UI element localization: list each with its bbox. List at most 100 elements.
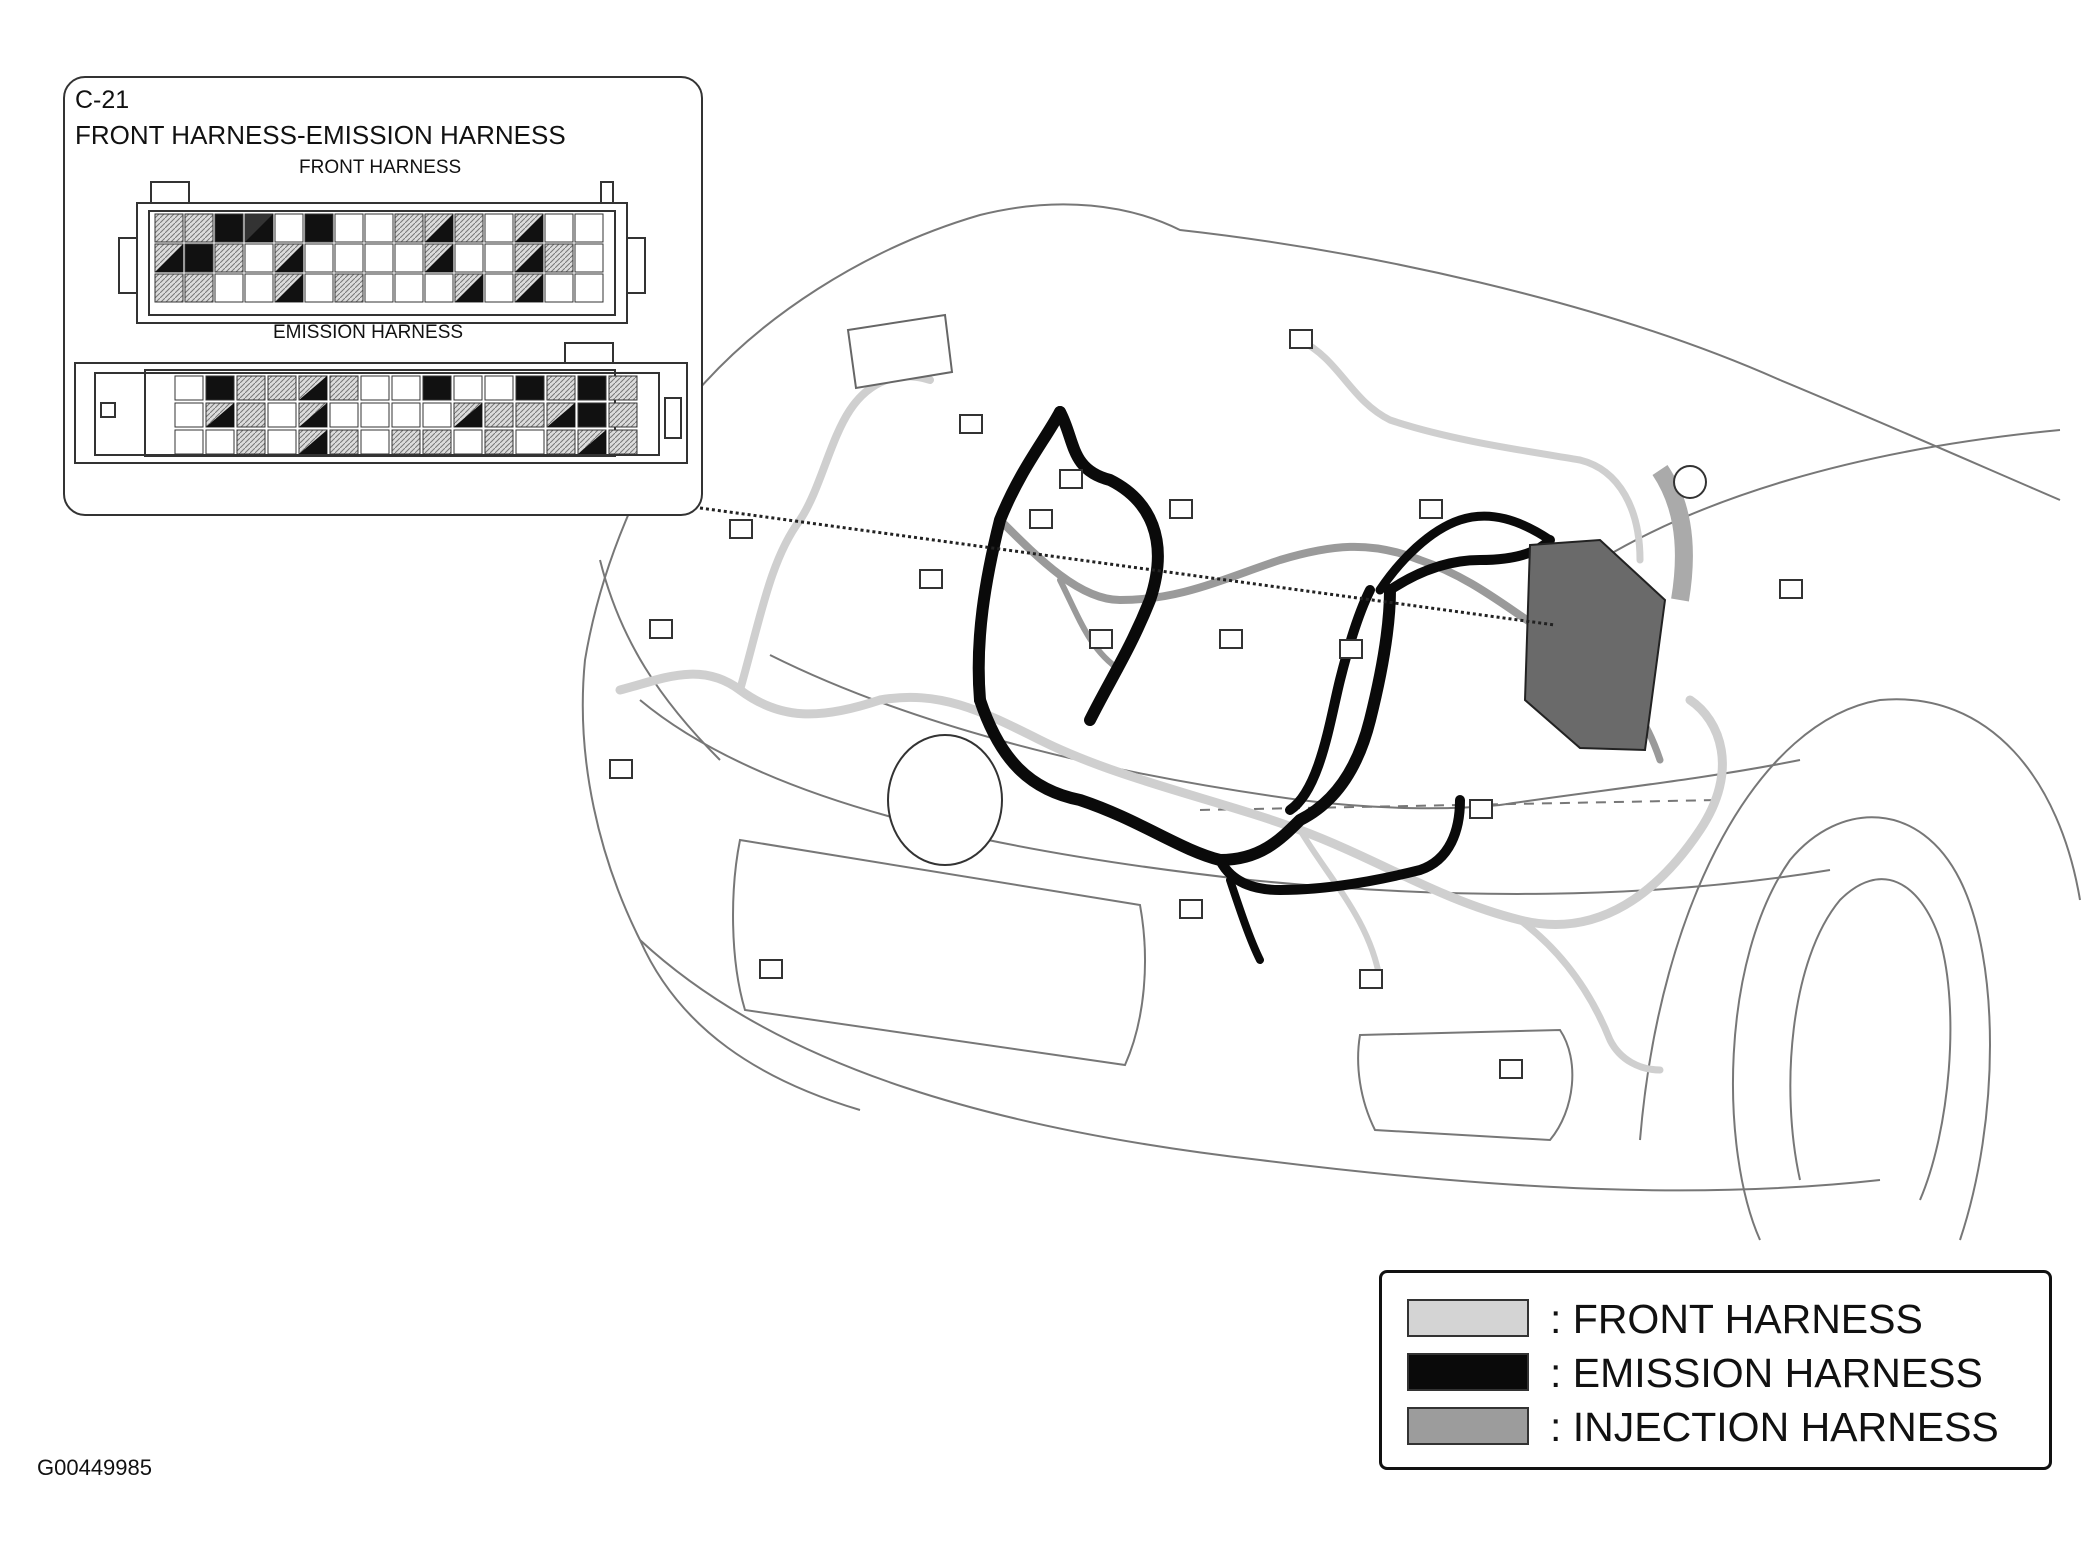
connector-pin	[244, 243, 274, 273]
connector-pin-split	[515, 274, 543, 302]
emission-harness-lower-loop	[1215, 795, 1465, 895]
injection-harness-main	[996, 516, 1564, 644]
connector-pin-split	[515, 214, 543, 242]
legend-swatch-injection	[1407, 1407, 1529, 1445]
connector-pin	[360, 402, 390, 428]
connector-pin	[174, 402, 204, 428]
connector-pin	[424, 273, 454, 303]
connector-pin	[364, 273, 394, 303]
grille-outline	[732, 838, 1146, 1067]
front-harness-lower-branch	[1297, 827, 1383, 983]
fender-top-line	[1499, 759, 1801, 806]
connector-pin-split	[454, 403, 482, 427]
connector-pin	[267, 375, 297, 401]
emission-harness-main	[974, 584, 1396, 866]
connector-pin	[484, 243, 514, 273]
connector-pin	[205, 429, 235, 455]
connector-pin	[394, 213, 424, 243]
connector-pin-split	[245, 214, 273, 242]
connector-pin	[184, 213, 214, 243]
connector-pin	[574, 213, 604, 243]
connector	[1059, 469, 1083, 489]
connector-pin	[184, 243, 214, 273]
bumper-lower-line	[639, 939, 1881, 1192]
connector-pin	[484, 402, 514, 428]
connector-pin	[515, 429, 545, 455]
connector-pin	[391, 375, 421, 401]
connector-pin	[574, 243, 604, 273]
connector-pinout-drawing	[74, 181, 688, 464]
connector-pin	[214, 273, 244, 303]
connector-pin-split	[299, 376, 327, 400]
front-connector-housing	[118, 181, 646, 324]
figure-id: G00449985	[37, 1455, 152, 1480]
connector-pin-split	[547, 403, 575, 427]
connector-title: FRONT HARNESS-EMISSION HARNESS	[75, 120, 566, 150]
connector-pin	[391, 429, 421, 455]
connector-pin	[484, 273, 514, 303]
connector-pin	[515, 402, 545, 428]
connector-pin	[236, 402, 266, 428]
fog-lamp-outline	[1357, 1028, 1574, 1142]
legend-swatch-emission	[1407, 1353, 1529, 1391]
connector	[1219, 629, 1243, 649]
front-fender-line	[581, 387, 861, 1111]
wheel-arch-outer	[1639, 698, 2081, 1141]
emission-housing-tab	[564, 342, 614, 364]
emission-housing-latch	[664, 397, 682, 439]
connector-pin	[154, 273, 184, 303]
connector-pin-split	[299, 430, 327, 454]
emission-harness-center	[1285, 585, 1375, 815]
connector-inset-panel: C-21 FRONT HARNESS-EMISSION HARNESS FRON…	[63, 76, 703, 516]
connector	[649, 619, 673, 639]
connector	[759, 959, 783, 979]
connector-pin	[329, 402, 359, 428]
connector-pin	[334, 213, 364, 243]
connector-pin	[214, 213, 244, 243]
connector-pin	[304, 273, 334, 303]
front-housing-inner	[148, 210, 616, 316]
front-harness-right-branch	[1516, 916, 1664, 1074]
legend: : FRONT HARNESS : EMISSION HARNESS : INJ…	[1379, 1270, 2052, 1470]
emission-harness-loop	[972, 406, 1066, 706]
connector-pin	[360, 375, 390, 401]
emission-harness-label: EMISSION HARNESS	[273, 322, 464, 343]
connector-pin	[544, 213, 574, 243]
connector-pin	[608, 402, 638, 428]
connector	[609, 759, 633, 779]
connector-pin	[484, 429, 514, 455]
connector-pin	[304, 243, 334, 273]
intake-flange	[1673, 465, 1707, 499]
components	[846, 313, 1707, 866]
front-harness-top-branch	[1296, 336, 1644, 564]
wheel-rim	[1789, 878, 1952, 1201]
injection-harness-branch	[1057, 577, 1123, 673]
emission-housing-outer	[74, 362, 688, 464]
connector-pin	[174, 375, 204, 401]
connector-pin-split	[275, 274, 303, 302]
connector-pin	[214, 243, 244, 273]
connector-pin	[608, 429, 638, 455]
connector-pin	[394, 273, 424, 303]
connector-pin	[422, 402, 452, 428]
radiator-panel	[769, 654, 1501, 810]
connector-pin	[334, 273, 364, 303]
connector-pin-split	[299, 403, 327, 427]
connector-pin	[484, 375, 514, 401]
connector-pin-split	[155, 244, 183, 272]
connector-pin	[454, 243, 484, 273]
connector-pin	[244, 273, 274, 303]
connector-pin	[546, 429, 576, 455]
legend-label-front: : FRONT HARNESS	[1550, 1296, 1923, 1342]
connector-pin	[422, 429, 452, 455]
connector-pin	[364, 243, 394, 273]
headlamp-outline	[599, 559, 721, 761]
connector-pin	[453, 429, 483, 455]
connector-pin-split	[425, 214, 453, 242]
front-connector-pins	[154, 213, 604, 303]
connector-pin	[334, 243, 364, 273]
connector-pin	[236, 375, 266, 401]
emission-harness-routing	[972, 406, 1555, 964]
wheel-tire	[1731, 816, 1991, 1241]
